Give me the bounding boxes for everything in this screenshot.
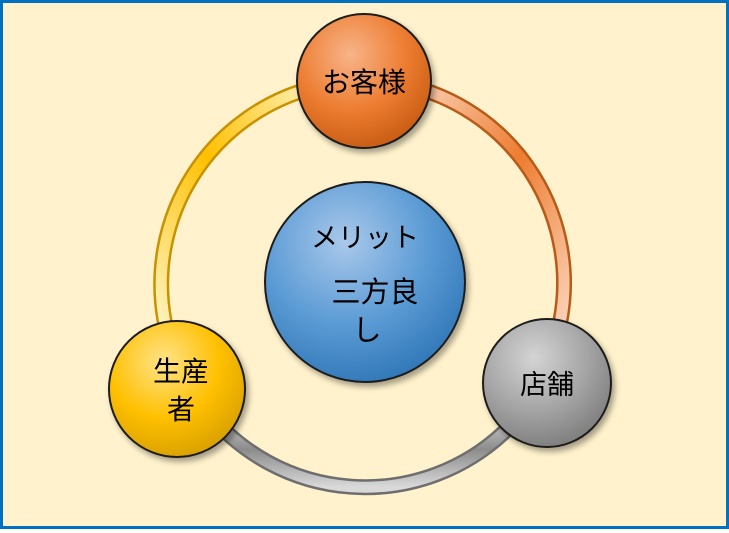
node-store [482, 318, 612, 448]
ring-arc-producer-customer [155, 81, 321, 327]
center-text-line2: し [352, 313, 381, 347]
cycle-ring [153, 79, 572, 496]
node-store-label: 店舗 [520, 370, 574, 401]
center-title: メリット [311, 223, 419, 254]
node-customer-label: お客様 [322, 66, 406, 99]
node-producer-label-line1: 生産 [153, 355, 209, 388]
ring-arc-customer-store [409, 81, 570, 327]
node-producer-label-line2: 者 [167, 393, 195, 426]
node-customer [296, 13, 432, 149]
ring-arc-store-producer [202, 406, 509, 493]
center-text-line1: 三方良 [331, 275, 418, 309]
center-node [264, 181, 466, 383]
node-producer [108, 320, 246, 458]
